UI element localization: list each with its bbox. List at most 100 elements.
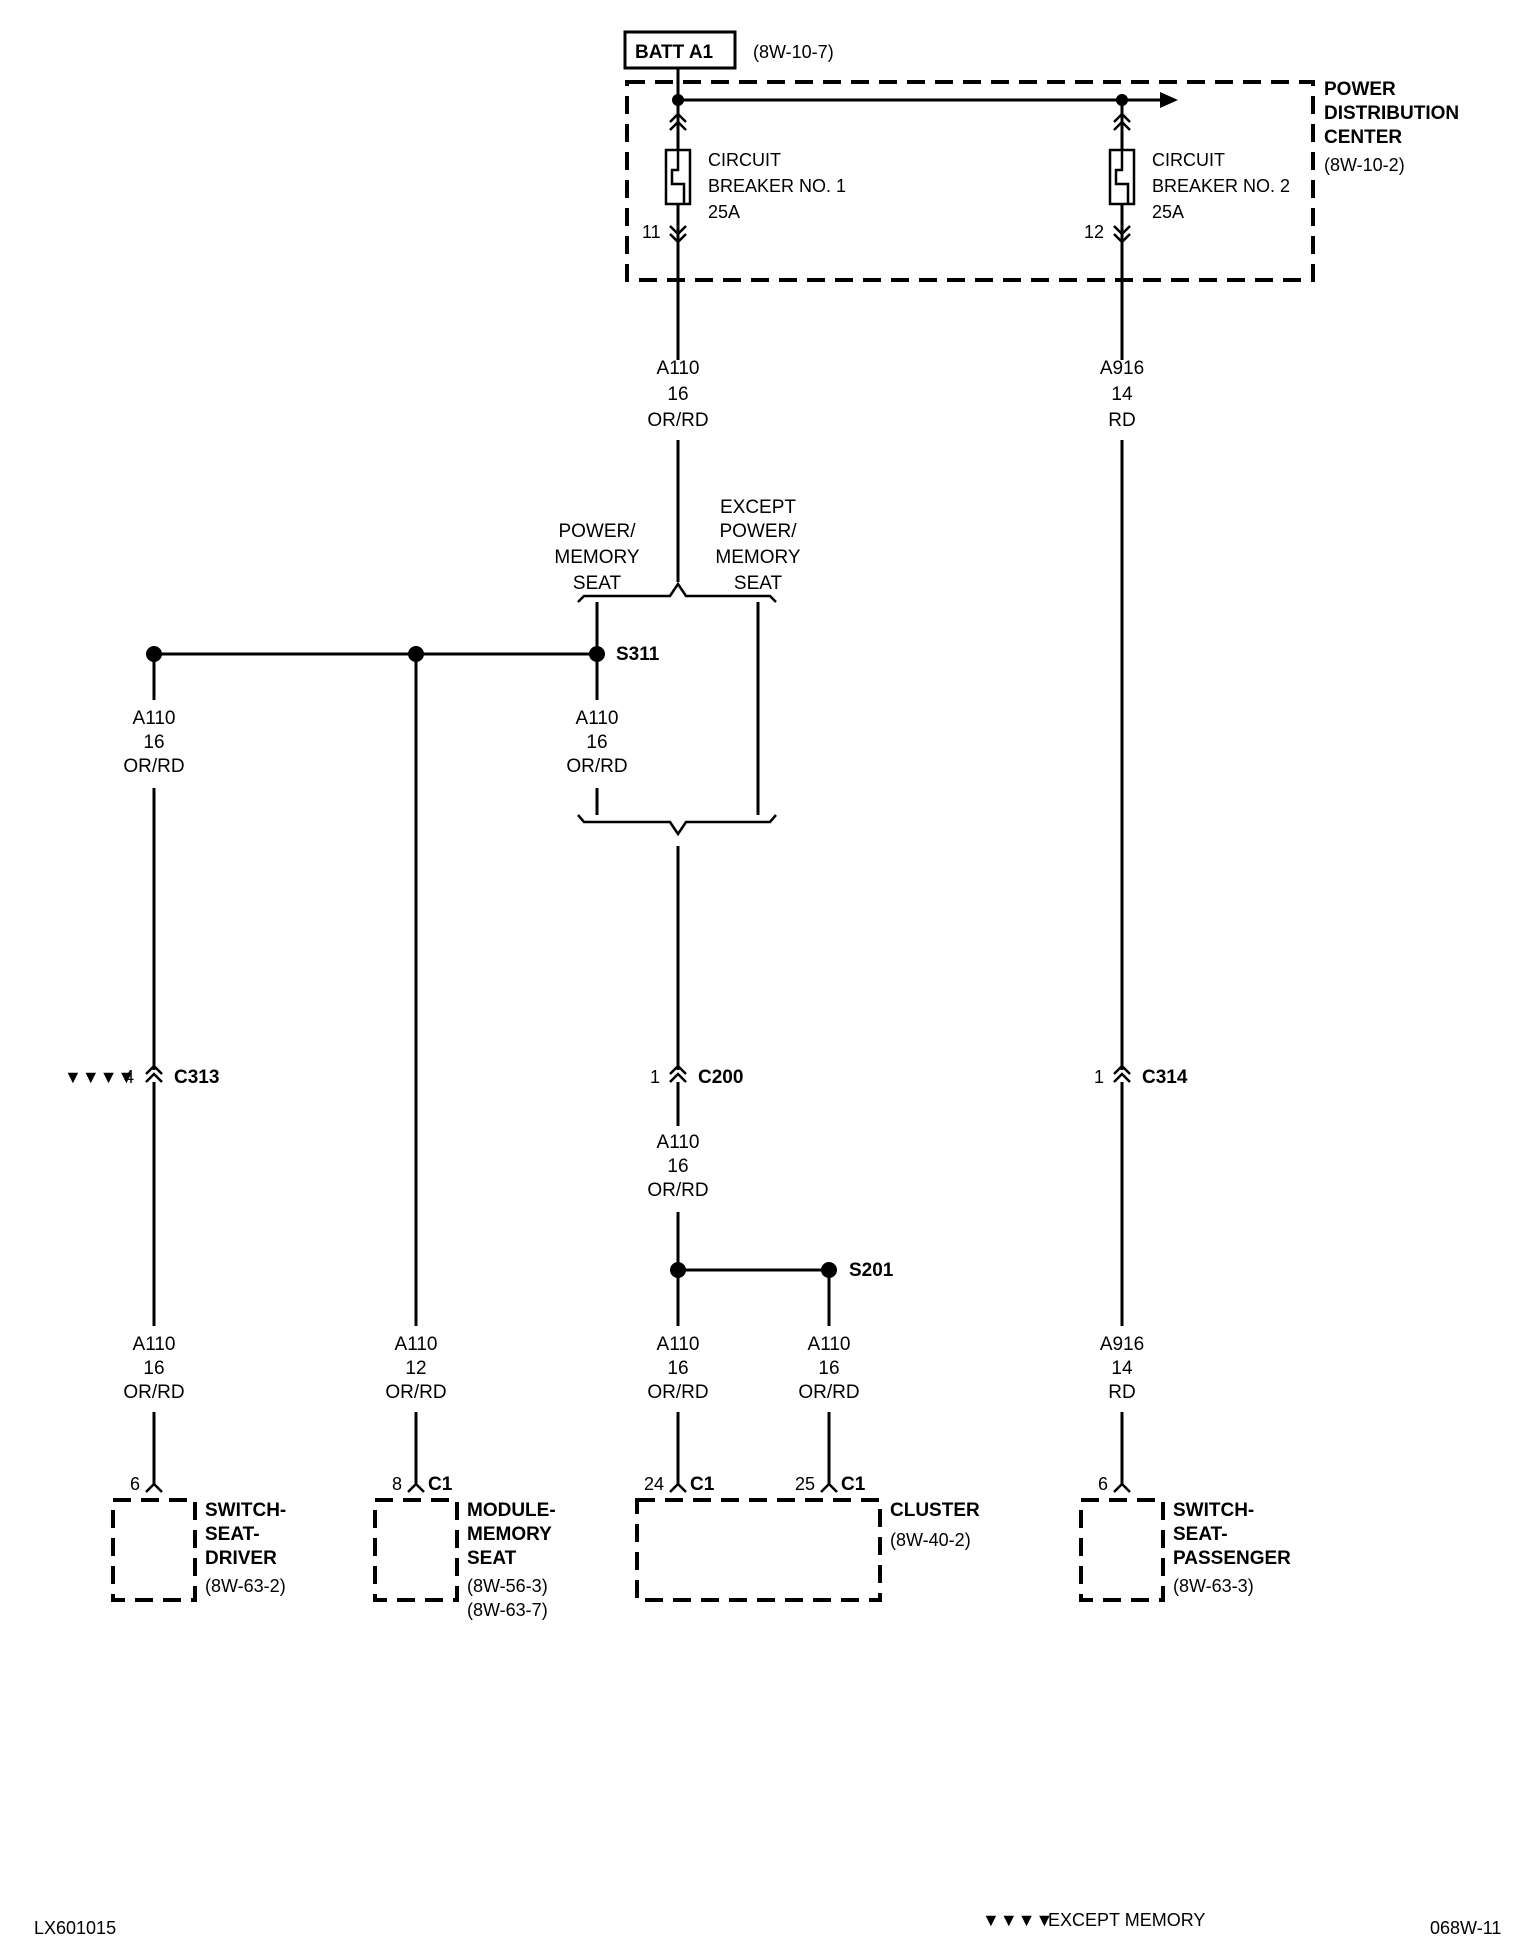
svg-text:16: 16 — [143, 1358, 164, 1379]
driver-pin: 6 — [130, 1474, 140, 1494]
svg-text:PASSENGER: PASSENGER — [1173, 1548, 1291, 1569]
footer-legend-text: EXCEPT MEMORY — [1048, 1910, 1205, 1930]
batt-a1-label: BATT A1 — [635, 42, 714, 63]
cb1-line1: CIRCUIT — [708, 150, 781, 170]
svg-text:DRIVER: DRIVER — [205, 1548, 277, 1569]
svg-text:OR/RD: OR/RD — [647, 410, 708, 431]
svg-text:(8W-40-2): (8W-40-2) — [890, 1530, 971, 1550]
terminal-module — [407, 1482, 425, 1493]
cluster-conn-24: C1 — [690, 1474, 715, 1495]
footer-right-code: 068W-11 — [1430, 1918, 1501, 1938]
pdc-outline — [625, 80, 1315, 282]
footer-legend-marker: ▼▼▼▼ — [982, 1910, 1053, 1930]
pdc-label-line2: DISTRIBUTION — [1324, 103, 1459, 124]
component-cluster — [635, 1498, 882, 1602]
connector-c314 — [1113, 1064, 1131, 1083]
svg-text:A110: A110 — [657, 358, 700, 379]
svg-text:SEAT: SEAT — [467, 1548, 517, 1569]
svg-text:16: 16 — [667, 384, 688, 405]
wire-label-c200-below: A110 16 OR/RD — [647, 1132, 708, 1201]
wire-label-top-right: A916 14 RD — [1100, 358, 1144, 431]
c200-label: C200 — [698, 1067, 743, 1088]
svg-text:14: 14 — [1111, 1358, 1133, 1379]
svg-text:A110: A110 — [657, 1334, 700, 1355]
svg-text:OR/RD: OR/RD — [385, 1382, 446, 1403]
svg-text:A110: A110 — [395, 1334, 438, 1355]
wire-label-module: A110 12 OR/RD — [385, 1334, 446, 1403]
cb2-line3: 25A — [1152, 202, 1184, 222]
svg-text:A110: A110 — [808, 1334, 851, 1355]
svg-text:POWER/: POWER/ — [558, 521, 636, 542]
svg-text:A110: A110 — [133, 708, 176, 729]
splice-s311-label: S311 — [616, 644, 660, 665]
svg-text:MEMORY: MEMORY — [715, 547, 800, 568]
wire-label-top-left: A110 16 OR/RD — [647, 358, 708, 431]
svg-text:(8W-63-3): (8W-63-3) — [1173, 1576, 1254, 1596]
svg-text:CLUSTER: CLUSTER — [890, 1500, 980, 1521]
passenger-pin: 6 — [1098, 1474, 1108, 1494]
option-brace-bottom — [577, 814, 777, 837]
svg-text:OR/RD: OR/RD — [647, 1382, 708, 1403]
svg-text:16: 16 — [143, 732, 164, 753]
wire-label-cluster24: A110 16 OR/RD — [647, 1334, 708, 1403]
svg-text:SWITCH-: SWITCH- — [1173, 1500, 1254, 1521]
svg-text:A110: A110 — [576, 708, 619, 729]
svg-text:16: 16 — [818, 1358, 839, 1379]
svg-text:16: 16 — [667, 1156, 688, 1177]
svg-text:OR/RD: OR/RD — [123, 1382, 184, 1403]
svg-text:A110: A110 — [657, 1132, 700, 1153]
cluster-conn-25: C1 — [841, 1474, 866, 1495]
label-switch-seat-driver: SWITCH- SEAT- DRIVER (8W-63-2) — [205, 1500, 286, 1596]
svg-text:OR/RD: OR/RD — [123, 756, 184, 777]
svg-text:SWITCH-: SWITCH- — [205, 1500, 286, 1521]
component-switch-seat-passenger — [1079, 1498, 1165, 1602]
svg-text:SEAT: SEAT — [734, 573, 783, 594]
wire-label-driver: A110 16 OR/RD — [123, 1334, 184, 1403]
svg-text:A916: A916 — [1100, 358, 1144, 379]
cb2-pin: 12 — [1084, 222, 1104, 242]
batt-a1-box: BATT A1 — [623, 30, 737, 70]
wire-label-passenger: A916 14 RD — [1100, 1334, 1144, 1403]
cluster-pin24: 24 — [644, 1474, 664, 1494]
svg-text:RD: RD — [1108, 410, 1135, 431]
svg-text:SEAT: SEAT — [573, 573, 622, 594]
svg-text:A110: A110 — [133, 1334, 176, 1355]
svg-text:EXCEPT: EXCEPT — [720, 497, 796, 518]
cluster-pin25: 25 — [795, 1474, 815, 1494]
module-conn: C1 — [428, 1474, 453, 1495]
svg-text:(8W-56-3): (8W-56-3) — [467, 1576, 548, 1596]
option-except-power-memory-seat: EXCEPT POWER/ MEMORY SEAT — [715, 497, 800, 594]
module-pin: 8 — [392, 1474, 402, 1494]
c200-pin: 1 — [650, 1067, 660, 1087]
svg-text:A916: A916 — [1100, 1334, 1144, 1355]
c313-marker: ▼▼▼▼ — [64, 1067, 135, 1087]
batt-ref: (8W-10-7) — [753, 42, 834, 62]
cb1-line3: 25A — [708, 202, 740, 222]
footer-left-code: LX601015 — [34, 1918, 116, 1938]
cb2-line2: BREAKER NO. 2 — [1152, 176, 1290, 196]
cb1-pin: 11 — [642, 222, 661, 242]
c314-label: C314 — [1142, 1067, 1188, 1088]
svg-text:(8W-63-7): (8W-63-7) — [467, 1600, 548, 1620]
svg-text:SEAT-: SEAT- — [1173, 1524, 1228, 1545]
pdc-label-line3: CENTER — [1324, 127, 1402, 148]
pdc-label-line1: POWER — [1324, 79, 1396, 100]
c313-label: C313 — [174, 1067, 219, 1088]
cb1-line2: BREAKER NO. 1 — [708, 176, 846, 196]
svg-text:OR/RD: OR/RD — [647, 1180, 708, 1201]
circuit-breaker-1 — [664, 100, 692, 360]
circuit-breaker-2 — [1108, 100, 1136, 360]
svg-text:(8W-63-2): (8W-63-2) — [205, 1576, 286, 1596]
label-cluster: CLUSTER (8W-40-2) — [890, 1500, 980, 1550]
terminal-cluster-24 — [669, 1482, 687, 1493]
svg-text:MEMORY: MEMORY — [467, 1524, 552, 1545]
bus-arrow-icon — [1160, 92, 1178, 108]
pdc-ref: (8W-10-2) — [1324, 155, 1405, 175]
c313-pin: 4 — [124, 1067, 134, 1087]
option-power-memory-seat: POWER/ MEMORY SEAT — [554, 521, 639, 594]
svg-text:16: 16 — [667, 1358, 688, 1379]
label-switch-seat-passenger: SWITCH- SEAT- PASSENGER (8W-63-3) — [1173, 1500, 1291, 1596]
svg-text:OR/RD: OR/RD — [566, 756, 627, 777]
c314-pin: 1 — [1094, 1067, 1104, 1087]
splice-s201-label: S201 — [849, 1260, 894, 1281]
